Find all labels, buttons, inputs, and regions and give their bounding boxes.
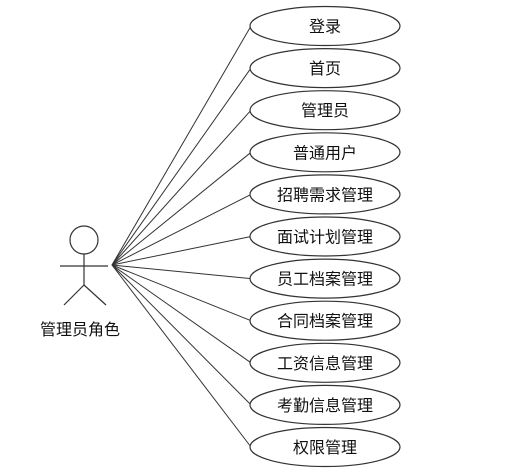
use-case-ellipse — [249, 300, 401, 341]
use-case-label: 招聘需求管理 — [277, 185, 373, 204]
association-line — [111, 67, 252, 266]
use-case-label: 权限管理 — [293, 438, 357, 457]
association-lines — [111, 25, 252, 448]
use-case-label: 员工档案管理 — [277, 270, 373, 289]
association-line — [111, 109, 252, 266]
use-case-ellipse — [249, 258, 401, 299]
actor-left-leg — [63, 284, 85, 306]
use-case-label: 首页 — [309, 59, 341, 78]
use-case: 首页 — [249, 47, 401, 89]
use-case-ellipse — [249, 90, 401, 131]
use-case: 员工档案管理 — [249, 258, 401, 299]
association-line — [111, 264, 252, 406]
use-case: 合同档案管理 — [249, 300, 401, 341]
use-case: 权限管理 — [249, 426, 401, 468]
use-case-label: 面试计划管理 — [277, 228, 373, 247]
use-case-group: 登录首页管理员普通用户招聘需求管理面试计划管理员工档案管理合同档案管理工资信息管… — [249, 5, 401, 468]
actor-figure — [60, 225, 108, 306]
use-case-label: 考勤信息管理 — [277, 396, 373, 415]
use-case: 招聘需求管理 — [249, 174, 401, 215]
use-case: 考勤信息管理 — [249, 384, 401, 425]
actor-head — [69, 225, 99, 255]
use-case-ellipse — [249, 132, 401, 173]
actor-right-leg — [83, 284, 107, 306]
use-case-label: 管理员 — [301, 101, 349, 120]
association-line — [111, 264, 252, 364]
use-case: 工资信息管理 — [249, 342, 401, 383]
use-case: 管理员 — [249, 90, 401, 131]
use-case: 普通用户 — [249, 132, 401, 173]
actor-label: 管理员角色 — [40, 320, 121, 339]
use-case: 登录 — [249, 5, 401, 47]
association-line — [111, 193, 252, 266]
association-line — [111, 236, 252, 266]
use-case-label: 普通用户 — [293, 143, 357, 162]
association-line — [111, 264, 252, 322]
use-case: 面试计划管理 — [249, 216, 401, 257]
association-line — [111, 25, 252, 266]
use-case-ellipse — [249, 342, 401, 383]
use-case-ellipse — [249, 5, 401, 47]
use-case-ellipse — [249, 174, 401, 215]
association-line — [111, 151, 252, 266]
use-case-ellipse — [249, 47, 401, 89]
use-case-ellipse — [249, 426, 401, 468]
use-case-label: 合同档案管理 — [277, 312, 373, 331]
association-line — [111, 264, 252, 280]
use-case-ellipse — [249, 384, 401, 425]
use-case-label: 登录 — [309, 17, 341, 36]
use-case-ellipse — [249, 216, 401, 257]
use-case-label: 工资信息管理 — [277, 354, 373, 373]
association-line — [111, 264, 252, 448]
